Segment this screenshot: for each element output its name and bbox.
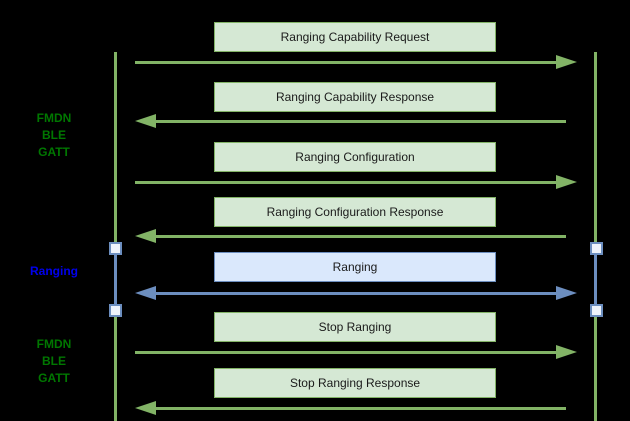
- arrow-head-right-icon: [556, 345, 577, 359]
- message-label: Ranging Configuration: [295, 150, 415, 164]
- right-lifeline: [594, 52, 597, 421]
- phase-label-fmdn-ble-gatt-bottom: FMDN BLE GATT: [10, 336, 98, 387]
- phase-label-line: BLE: [42, 354, 66, 368]
- arrow-head-left-icon: [135, 229, 156, 243]
- arrow-line: [135, 351, 558, 354]
- message-label: Ranging: [332, 260, 378, 274]
- message-label: Ranging Capability Response: [275, 90, 435, 104]
- message-label: Ranging Configuration Response: [266, 205, 444, 219]
- activation-marker: [109, 304, 122, 317]
- message-box-ranging-capability-response: Ranging Capability Response: [214, 82, 496, 112]
- activation-marker: [109, 242, 122, 255]
- phase-label-line: FMDN: [36, 337, 72, 351]
- message-box-stop-ranging: Stop Ranging: [214, 312, 496, 342]
- message-box-ranging-configuration: Ranging Configuration: [214, 142, 496, 172]
- arrow-line: [154, 120, 566, 123]
- arrow-head-right-icon: [556, 175, 577, 189]
- phase-label-line: BLE: [42, 128, 66, 142]
- message-box-stop-ranging-response: Stop Ranging Response: [214, 368, 496, 398]
- phase-label-line: GATT: [38, 371, 70, 385]
- message-box-ranging: Ranging: [214, 252, 496, 282]
- message-box-ranging-configuration-response: Ranging Configuration Response: [214, 197, 496, 227]
- arrow-line: [135, 61, 558, 64]
- message-label: Stop Ranging Response: [289, 376, 421, 390]
- message-label: Ranging Capability Request: [280, 30, 430, 44]
- left-lifeline: [114, 52, 117, 421]
- arrow-head-left-icon: [135, 401, 156, 415]
- arrow-line: [135, 181, 558, 184]
- arrow-line: [154, 407, 566, 410]
- phase-label-line: Ranging: [30, 264, 78, 278]
- arrow-line: [154, 235, 566, 238]
- arrow-head-left-icon: [135, 114, 156, 128]
- phase-label-ranging: Ranging: [10, 263, 98, 280]
- arrow-head-left-icon: [135, 286, 156, 300]
- arrow-head-right-icon: [556, 55, 577, 69]
- message-label: Stop Ranging: [318, 320, 392, 334]
- phase-label-line: FMDN: [36, 111, 72, 125]
- arrow-head-right-icon: [556, 286, 577, 300]
- activation-marker: [590, 242, 603, 255]
- activation-marker: [590, 304, 603, 317]
- left-lifeline-ranging-segment: [114, 248, 117, 310]
- message-box-ranging-capability-request: Ranging Capability Request: [214, 22, 496, 52]
- right-lifeline-ranging-segment: [594, 248, 597, 310]
- phase-label-line: GATT: [38, 145, 70, 159]
- arrow-line: [154, 292, 558, 295]
- phase-label-fmdn-ble-gatt-top: FMDN BLE GATT: [10, 110, 98, 161]
